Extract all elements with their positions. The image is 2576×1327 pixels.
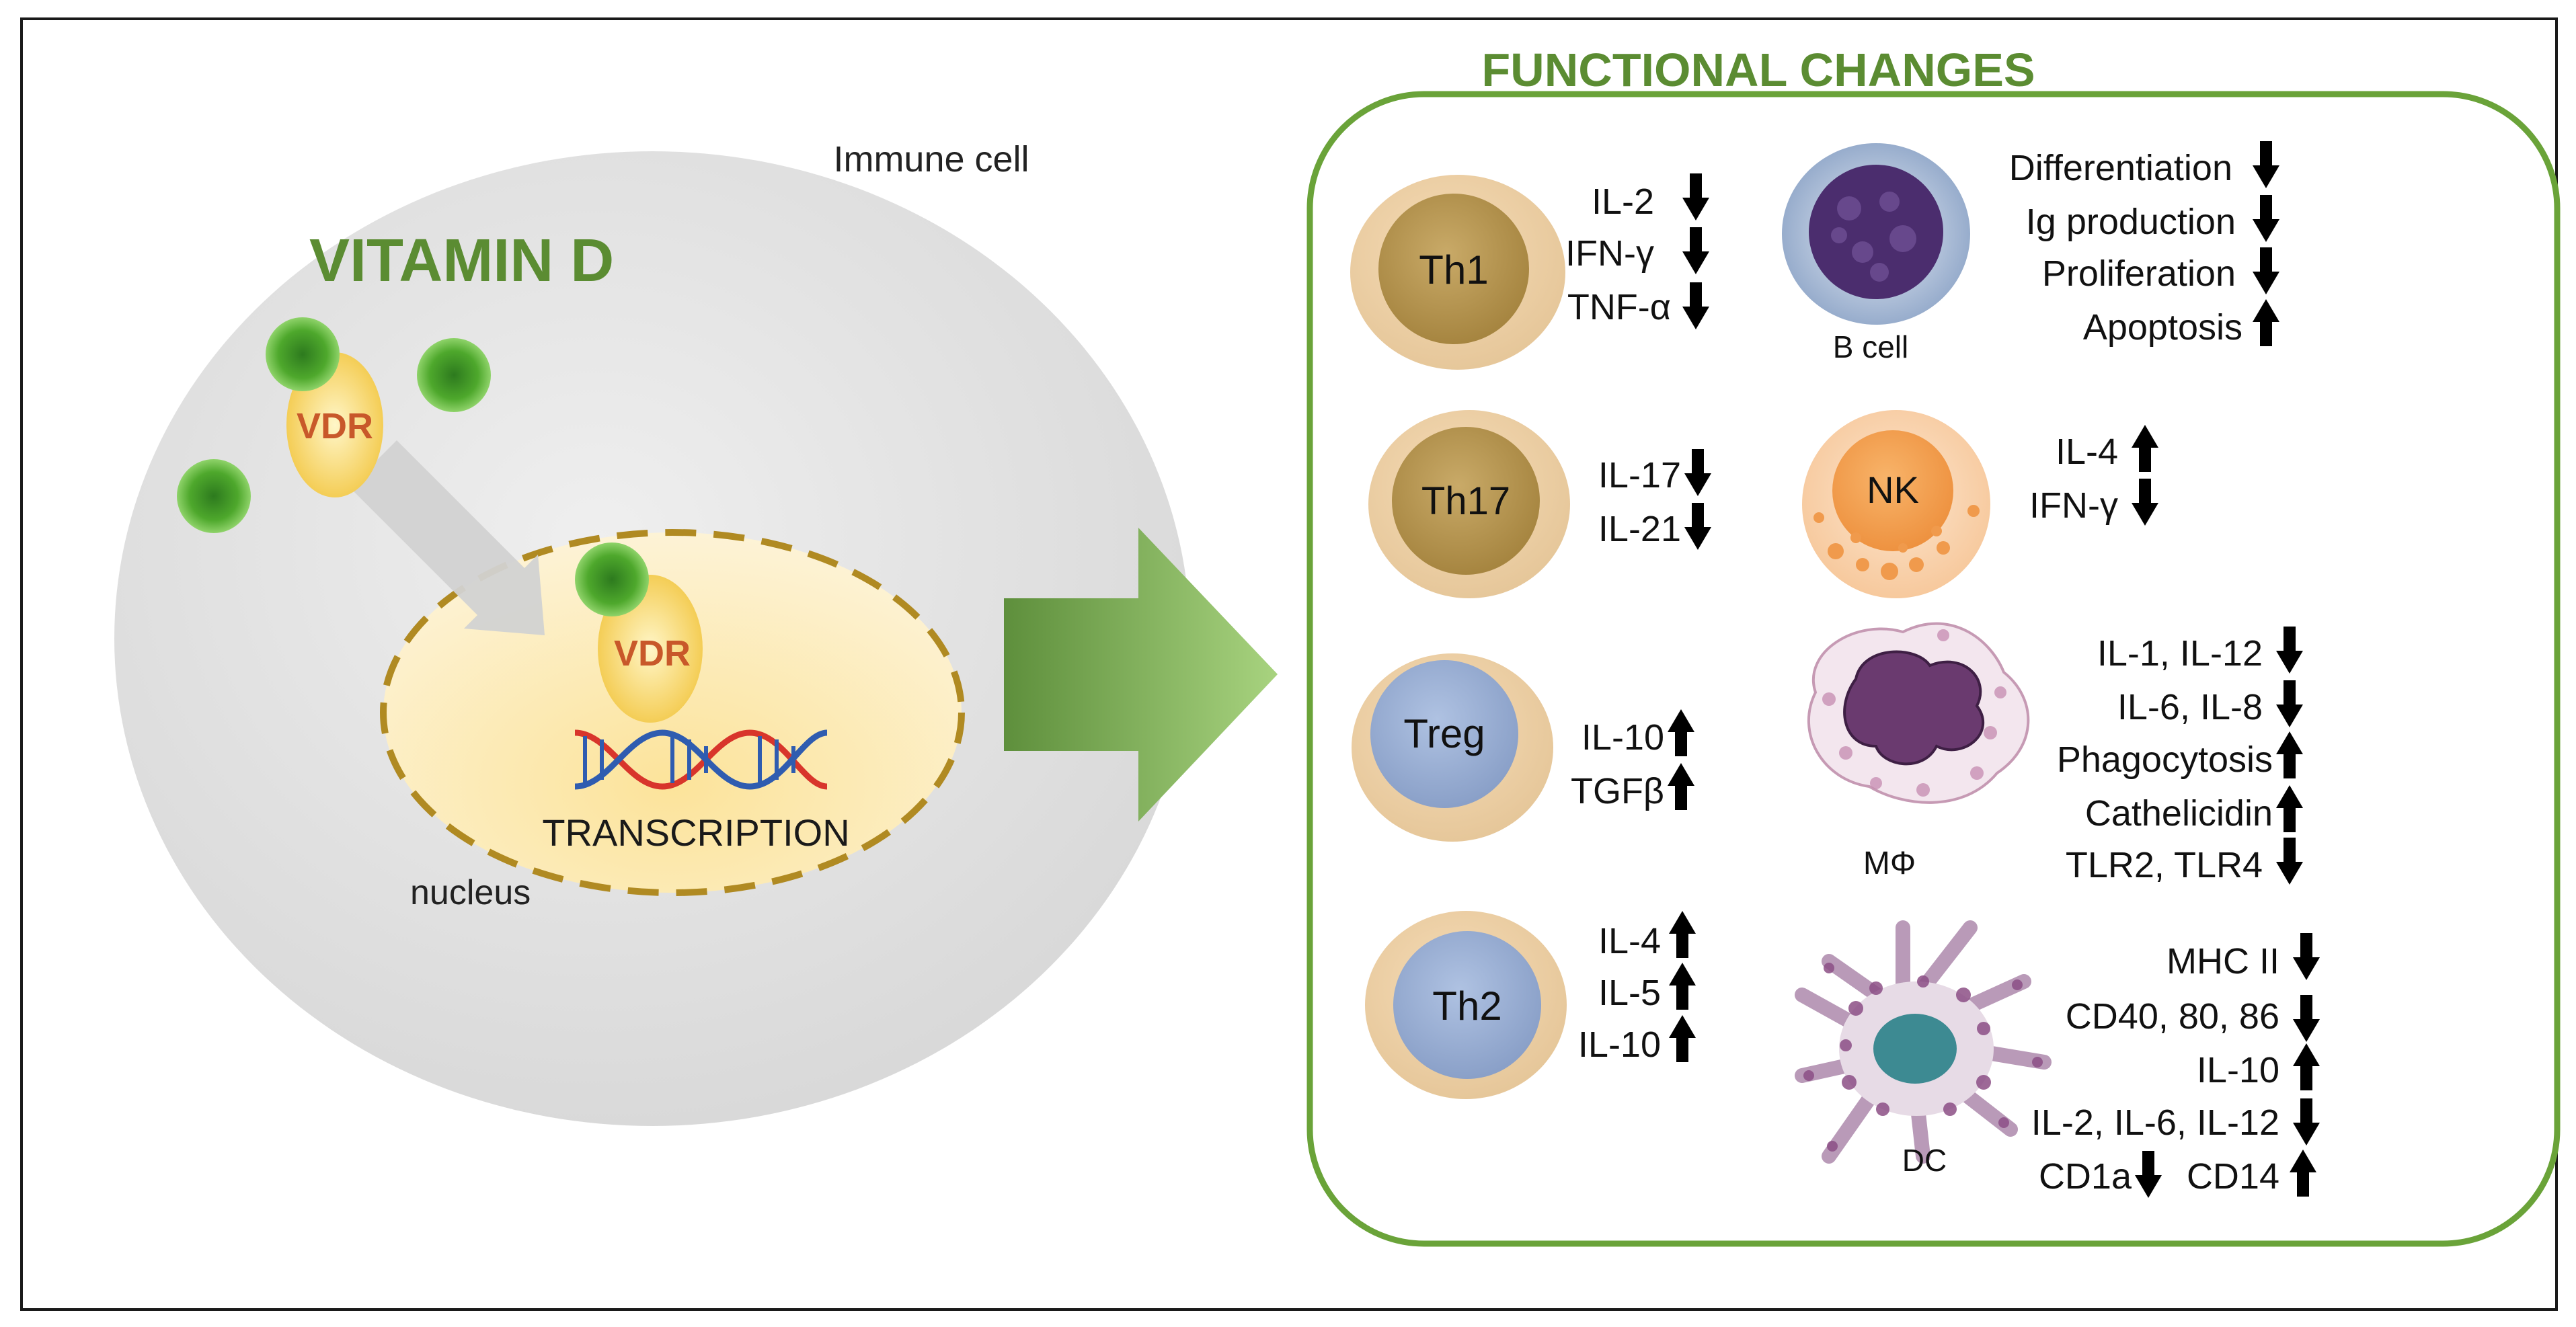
big-arrow-icon [1004, 528, 1278, 821]
th17-effect-text: IL-17 [1598, 455, 1681, 495]
b-cell-effect-text: Differentiation [2009, 148, 2232, 188]
b-cell-effect-text: Proliferation [2042, 253, 2236, 294]
nucleus-label: nucleus [410, 873, 531, 912]
nk-label: NK [1867, 469, 1919, 511]
macrophage-effect-text: IL-1, IL-12 [2097, 633, 2263, 674]
vitamin-d-molecule [266, 317, 340, 391]
vdr-nucleus-label: VDR [614, 633, 691, 674]
vitamin-d-title: VITAMIN D [309, 227, 614, 294]
dendritic-cell: DC [1795, 920, 2052, 1178]
treg-label: Treg [1403, 711, 1485, 756]
nk-effects: IL-4 IFN-γ [2029, 425, 2158, 526]
macrophage-effect-text: Phagocytosis [2057, 739, 2273, 780]
dc-effect-text: IL-2, IL-6, IL-12 [2031, 1102, 2279, 1143]
th1-effect-text: TNF-α [1567, 287, 1671, 327]
vdr-label: VDR [297, 406, 373, 446]
dc-effect-text: CD1a [2039, 1156, 2132, 1197]
b-cell: B cell [1782, 143, 1970, 364]
macrophage-effect-text: TLR2, TLR4 [2066, 845, 2263, 885]
treg-effect-text: TGFβ [1571, 771, 1664, 811]
b-cell-effect-text: Ig production [2026, 202, 2236, 242]
right-panel: FUNCTIONAL CHANGES Th1 IL-2 IFN-γ TNF-α … [1306, 44, 2561, 1247]
th17-effects: IL-17 IL-21 [1598, 449, 1711, 550]
vitamin-d-molecule [417, 338, 491, 412]
macrophage-effects: IL-1, IL-12 IL-6, IL-8 Phagocytosis Cath… [2057, 627, 2303, 885]
vitamin-d-molecule-nucleus [575, 542, 649, 616]
dna-helix-icon [574, 729, 828, 790]
macrophage-cell: MΦ [1807, 622, 2030, 881]
th17-effect-text: IL-21 [1598, 509, 1681, 549]
vitamin-d-molecule [177, 459, 251, 533]
macrophage-label: MΦ [1863, 846, 1916, 881]
immune-cell-label: Immune cell [833, 139, 1029, 179]
transcription-label: TRANSCRIPTION [542, 811, 849, 854]
functional-changes-title: FUNCTIONAL CHANGES [1481, 44, 2035, 96]
th2-label: Th2 [1432, 983, 1501, 1029]
macrophage-effect-text: IL-6, IL-8 [2117, 687, 2263, 727]
th2-effect-text: IL-5 [1598, 973, 1661, 1013]
th2-effect-text: IL-10 [1578, 1024, 1661, 1065]
translocation-arrow [350, 440, 545, 635]
th1-effects: IL-2 IFN-γ TNF-α [1565, 173, 1709, 329]
dc-effects: MHC II CD40, 80, 86 IL-10 IL-2, IL-6, IL… [2031, 933, 2320, 1198]
th1-effect-text: IFN-γ [1565, 233, 1654, 274]
th1-effect-text: IL-2 [1592, 182, 1654, 222]
nk-cell: NK [1802, 410, 1990, 598]
left-panel: Immune cell VITAMIN D nucleus VDR VDR [114, 139, 1278, 1126]
th2-effects: IL-4 IL-5 IL-10 [1578, 911, 1696, 1065]
nk-effect-text: IFN-γ [2029, 485, 2118, 526]
b-cell-label: B cell [1833, 329, 1908, 364]
th17-cell: Th17 [1368, 410, 1570, 598]
b-cell-effects: Differentiation Ig production Proliferat… [2009, 141, 2279, 348]
th2-effect-text: IL-4 [1598, 921, 1661, 961]
th1-cell: Th1 [1350, 175, 1565, 370]
dc-effect-text: IL-10 [2197, 1050, 2279, 1090]
b-cell-effect-text: Apoptosis [2083, 307, 2242, 348]
macrophage-effect-text: Cathelicidin [2085, 793, 2273, 834]
dc-label: DC [1902, 1143, 1947, 1178]
dc-effect-text: CD14 [2187, 1156, 2279, 1197]
treg-effect-text: IL-10 [1582, 717, 1664, 758]
nk-effect-text: IL-4 [2056, 432, 2118, 472]
dc-effect-text: CD40, 80, 86 [2066, 996, 2279, 1037]
th1-label: Th1 [1419, 247, 1488, 292]
th2-cell: Th2 [1365, 911, 1567, 1099]
dc-effect-text: MHC II [2167, 941, 2279, 981]
treg-cell: Treg [1352, 653, 1553, 842]
treg-effects: IL-10 TGFβ [1571, 709, 1694, 811]
th17-label: Th17 [1421, 479, 1510, 523]
